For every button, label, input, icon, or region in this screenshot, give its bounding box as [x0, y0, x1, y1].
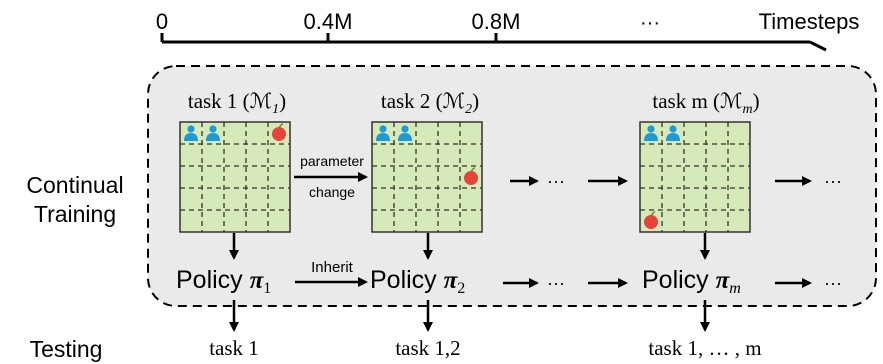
parameter-change-label-bottom: change: [309, 184, 355, 200]
task-grid-2: [371, 121, 483, 233]
task-grid-m: [639, 121, 751, 233]
agent-icon: [184, 125, 198, 141]
test-label-2: task 1,2: [395, 336, 460, 360]
inherit-label: Inherit: [311, 259, 354, 276]
policy-ellipsis: ···: [547, 273, 565, 293]
timeline: 0 0.4M 0.8M ··· Timesteps: [156, 9, 860, 52]
training-ellipsis-end: ···: [824, 171, 842, 191]
training-ellipsis: ···: [547, 171, 565, 191]
task-title-m: task m (ℳm): [652, 89, 759, 117]
agent-icon: [666, 125, 680, 141]
tick-label-1: 0.4M: [304, 9, 353, 34]
apple-icon: [464, 167, 478, 185]
row-label-continual: Continual: [26, 172, 123, 198]
grid-background: [179, 121, 291, 233]
policy-2: Policy π2: [370, 266, 465, 297]
policy-ellipsis-end: ···: [824, 273, 842, 293]
grid-background: [371, 121, 483, 233]
policy-1: Policy π1: [176, 266, 271, 297]
task-title-2: task 2 (ℳ2): [381, 89, 479, 117]
agent-icon: [206, 125, 220, 141]
tick-label-2: 0.8M: [472, 9, 521, 34]
test-label-1: task 1: [209, 336, 259, 360]
timeline-label: Timesteps: [759, 9, 860, 34]
timeline-axis-end: [809, 40, 827, 52]
row-label-training: Training: [34, 201, 116, 227]
test-label-m: task 1, … , m: [648, 336, 761, 360]
policy-m: Policy πm: [642, 266, 741, 297]
apple-icon: [644, 211, 658, 229]
agent-icon: [398, 125, 412, 141]
apple-icon: [272, 123, 286, 141]
agent-icon: [376, 125, 390, 141]
tick-label-ellipsis: ···: [640, 12, 660, 34]
tick-label-0: 0: [156, 9, 168, 34]
grid-background: [639, 121, 751, 233]
task-grid-1: [179, 121, 291, 233]
row-label-testing: Testing: [30, 336, 103, 362]
parameter-change-label-top: parameter: [300, 153, 364, 169]
task-title-1: task 1 (ℳ1): [188, 89, 286, 117]
agent-icon: [644, 125, 658, 141]
